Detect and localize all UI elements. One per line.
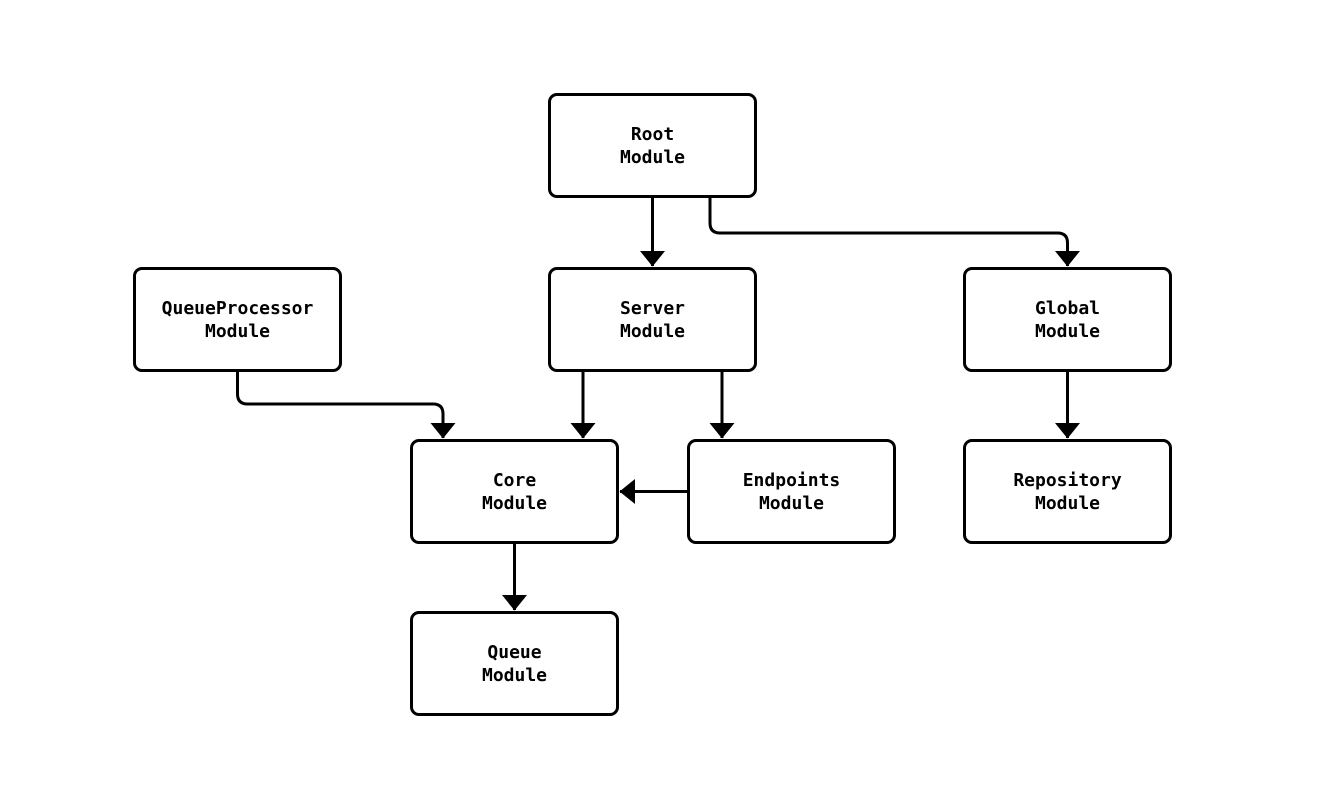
node-label: Root Module	[619, 123, 686, 168]
node-label: Repository Module	[1013, 469, 1122, 514]
node-core-module: Core Module	[410, 439, 619, 544]
edge-root-to-global	[708, 198, 1080, 267]
node-root-module: Root Module	[548, 93, 757, 198]
edge-queueprocessor-to-core	[236, 372, 456, 439]
node-server-module: Server Module	[548, 267, 757, 372]
edges	[236, 198, 1080, 611]
node-endpoints-module: Endpoints Module	[687, 439, 896, 544]
node-label: Global Module	[1034, 297, 1101, 342]
node-label: Core Module	[481, 469, 548, 514]
node-repository-module: Repository Module	[963, 439, 1172, 544]
node-label: QueueProcessor Module	[161, 297, 314, 342]
node-label: Server Module	[619, 297, 686, 342]
node-global-module: Global Module	[963, 267, 1172, 372]
node-label: Endpoints Module	[742, 469, 841, 514]
node-queueprocessor-module: QueueProcessor Module	[133, 267, 342, 372]
node-label: Queue Module	[481, 641, 548, 686]
node-queue-module: Queue Module	[410, 611, 619, 716]
